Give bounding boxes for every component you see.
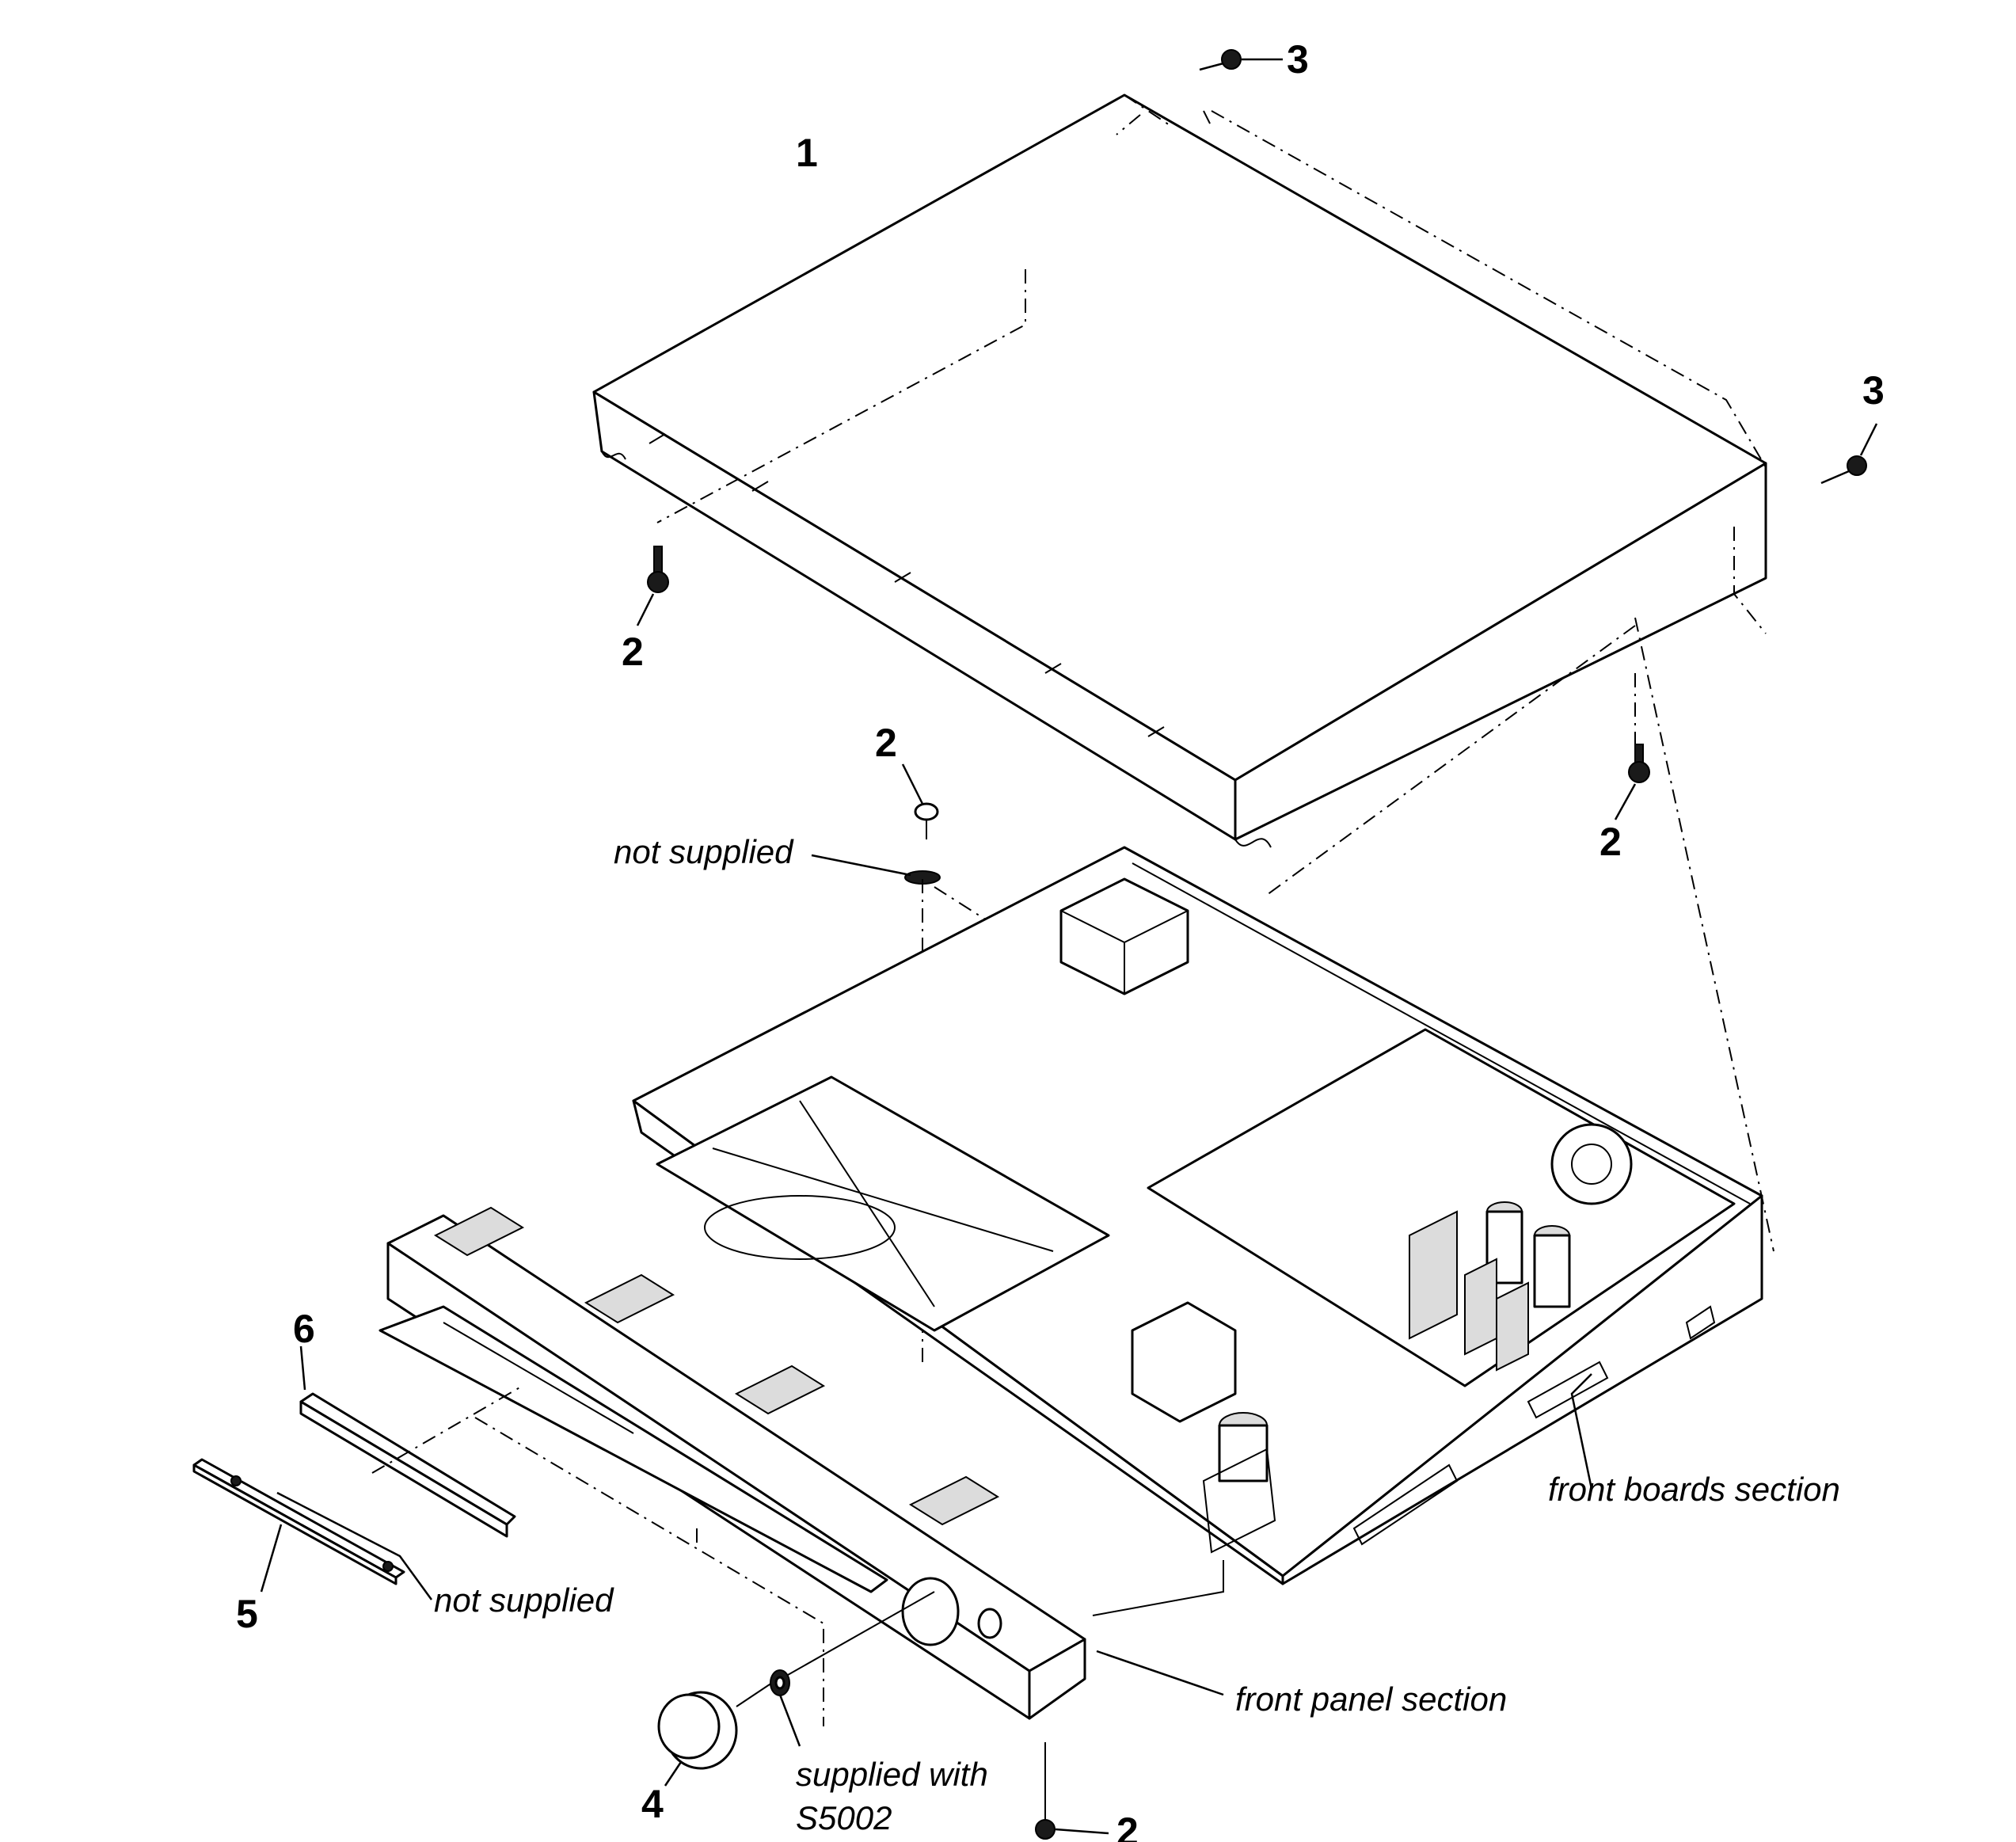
leader-front-panel [1096, 1650, 1224, 1696]
window-plate [299, 1345, 523, 1538]
label-part-3-right: 3 [1862, 368, 1885, 413]
screw-rear-top [1199, 49, 1283, 71]
top-cover [592, 93, 1774, 1252]
note-front-boards-section: front boards section [1548, 1471, 1840, 1508]
note-front-panel-section: front panel section [1235, 1680, 1507, 1718]
chassis [632, 846, 1763, 1585]
knob [657, 1682, 773, 1787]
label-part-6: 6 [293, 1307, 315, 1351]
washer [770, 1591, 935, 1747]
screw-bottom [1035, 1742, 1109, 1840]
leader-not-supplied-center [811, 854, 911, 877]
label-part-1: 1 [796, 131, 818, 175]
note-not-supplied-left: not supplied [434, 1581, 614, 1619]
front-bracket [192, 1458, 433, 1600]
note-supplied-with-line1: supplied with [796, 1756, 988, 1793]
note-not-supplied-center: not supplied [614, 833, 794, 870]
label-part-4: 4 [641, 1782, 664, 1826]
label-part-3-top: 3 [1287, 37, 1309, 82]
label-part-2-top-left: 2 [622, 630, 644, 674]
leader-front-boards [1570, 1373, 1593, 1490]
note-supplied-with-line2: S5002 [796, 1799, 892, 1836]
screw-top-left [636, 546, 669, 626]
label-part-2-center: 2 [875, 721, 897, 765]
front-panel [378, 1206, 1224, 1726]
screw-top-right-lower [1614, 744, 1650, 820]
label-part-2-bottom: 2 [1116, 1810, 1139, 1842]
label-part-5: 5 [236, 1592, 258, 1636]
label-part-2-top-right: 2 [1599, 820, 1622, 864]
screw-rear-right [1820, 423, 1878, 485]
